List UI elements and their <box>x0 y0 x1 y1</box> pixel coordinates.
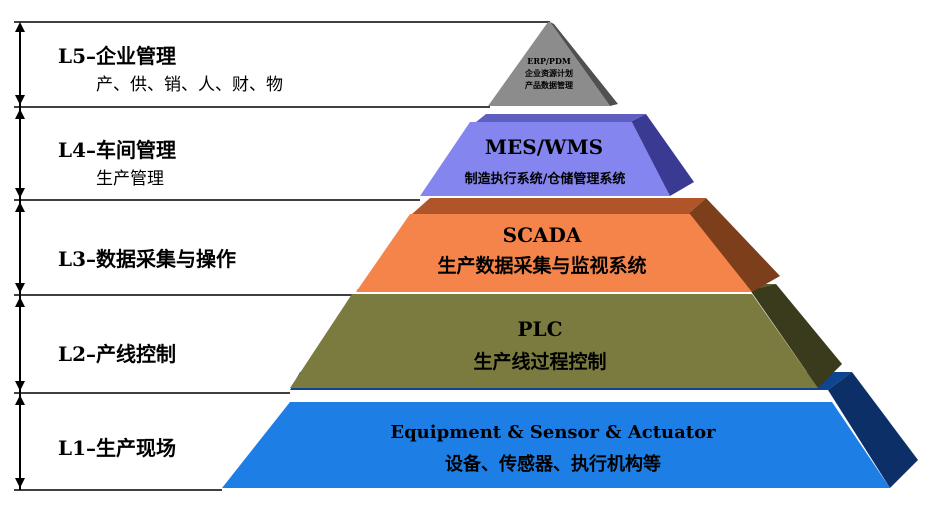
tier-field-label-2: 设备、传感器、执行机构等 <box>445 454 661 475</box>
tier-scada <box>356 198 780 292</box>
tier-field-front <box>222 402 890 488</box>
tier-field-label-1: Equipment & Sensor & Actuator <box>390 422 716 443</box>
level-l4-subtitle: 生产管理 <box>96 169 164 189</box>
tier-mes <box>420 114 694 196</box>
tier-mes-side <box>630 114 694 196</box>
level-l2-title: L2–产线控制 <box>58 342 176 366</box>
tier-plc-label-1: PLC <box>517 317 563 341</box>
tier-erp-front <box>488 22 610 106</box>
arrowhead-up <box>15 202 25 212</box>
level-l5-subtitle: 产、供、销、人、财、物 <box>96 75 283 95</box>
tier-scada-label-2: 生产数据采集与监视系统 <box>437 255 647 277</box>
tier-mes-label-2: 制造执行系统/仓储管理系统 <box>464 172 626 187</box>
arrowhead-up <box>15 22 25 32</box>
tier-mes-label-1: MES/WMS <box>484 135 604 159</box>
arrowhead-up <box>15 395 25 405</box>
tier-scada-top <box>412 198 706 214</box>
tier-erp-label-2: 企业资源计划 <box>525 68 573 78</box>
tier-plc-front <box>290 294 818 388</box>
tier-erp <box>488 22 618 106</box>
arrowhead-up <box>15 297 25 307</box>
level-axis <box>14 21 550 491</box>
tier-scada-side <box>688 198 780 292</box>
tier-plc-label-2: 生产线过程控制 <box>473 351 607 373</box>
level-l3-title: L3–数据采集与操作 <box>58 247 236 271</box>
arrowhead-down <box>15 283 25 293</box>
tier-erp-label-3: 产品数据管理 <box>525 80 573 90</box>
arrowhead-down <box>15 478 25 488</box>
tier-scada-label-1: SCADA <box>502 223 582 247</box>
tier-mes-top <box>476 114 646 122</box>
level-l4-title: L4–车间管理 <box>58 138 176 162</box>
tier-mes-front <box>420 122 670 196</box>
tier-scada-front <box>356 214 752 292</box>
tier-erp-label-1: ERP/PDM <box>527 56 571 66</box>
arrowhead-down <box>15 381 25 391</box>
arrowhead-up <box>15 109 25 119</box>
tier-plc-side <box>750 284 842 388</box>
level-l5-title: L5–企业管理 <box>58 44 176 68</box>
level-l1-title: L1–生产现场 <box>58 436 176 460</box>
tier-erp-side <box>550 22 618 106</box>
tier-field-side <box>828 372 918 488</box>
arrowhead-down <box>15 95 25 105</box>
arrowhead-down <box>15 188 25 198</box>
